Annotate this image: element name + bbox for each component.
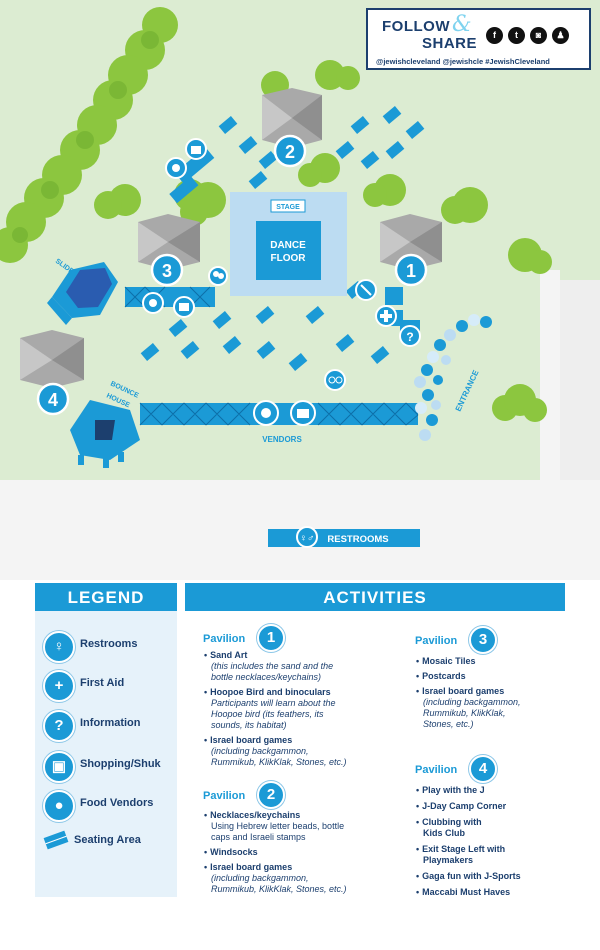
social-handles: @jewishcleveland @jewishcle #JewishCleve…	[376, 57, 550, 66]
pavilion-2-tent	[262, 88, 322, 148]
follow-share-box: FOLLOW & SHARE f t ◙ ♟ @jewishcleveland …	[366, 8, 591, 70]
legend-label: Seating Area	[74, 834, 141, 846]
legend-label: First Aid	[80, 677, 125, 689]
svg-text:1: 1	[406, 261, 416, 281]
pavilion-3-badge[interactable]: 3	[150, 253, 184, 287]
binoculars-icon	[324, 369, 346, 391]
seating-area-icon	[43, 830, 69, 850]
food-booth-row	[124, 286, 215, 308]
pavilion-4-badge[interactable]: 4	[36, 382, 70, 416]
dance-floor	[256, 221, 321, 280]
vendors-label: VENDORS	[262, 435, 302, 444]
slide	[47, 262, 118, 325]
pavilion-1-number: 1	[257, 624, 285, 652]
dance-floor-label-2: FLOOR	[271, 253, 307, 264]
pavilion-4-heading: Pavilion 4	[415, 755, 505, 783]
information-icon[interactable]: ?	[399, 325, 421, 347]
pavilion-4-tent	[20, 330, 84, 388]
pavilion-3-heading: Pavilion 3	[415, 626, 505, 654]
pavilion-4-number: 4	[469, 755, 497, 783]
stage-label: STAGE	[276, 204, 300, 211]
restroom-icon: ♀♂	[300, 533, 315, 544]
pavilion-1-heading: Pavilion 1	[203, 624, 293, 652]
legend-label: Restrooms	[80, 638, 138, 650]
svg-text:3: 3	[162, 261, 172, 281]
pavilion-2-badge[interactable]: 2	[273, 134, 307, 168]
pavilion-2-heading: Pavilion 2	[203, 781, 293, 809]
vendor-row	[139, 402, 419, 426]
restrooms-label: RESTROOMS	[327, 534, 388, 545]
shopping-bag-icon[interactable]	[185, 138, 207, 160]
svg-text:4: 4	[48, 390, 58, 410]
seating-areas	[140, 106, 425, 371]
follow-label: FOLLOW	[382, 18, 450, 35]
share-label: SHARE	[422, 35, 478, 52]
windsock-icon	[355, 279, 377, 301]
balloon-icon	[208, 266, 228, 286]
pavilion-3-tent	[138, 214, 200, 270]
pavilion-3-activities: Mosaic Tiles Postcards Israel board game…	[416, 656, 556, 730]
entrance-balloon-arch	[414, 314, 492, 441]
svg-text:2: 2	[285, 142, 295, 162]
legend-header: LEGEND	[35, 583, 177, 611]
pavilion-4-activities: Play with the J J-Day Camp Corner Clubbi…	[416, 785, 561, 898]
twitter-icon[interactable]: t	[508, 27, 525, 44]
snapchat-icon[interactable]: ♟	[552, 27, 569, 44]
first-aid-icon: +	[43, 670, 75, 702]
food-plate-icon[interactable]	[142, 292, 164, 314]
pavilion-2-number: 2	[257, 781, 285, 809]
shopping-bag-icon[interactable]	[173, 296, 195, 318]
pavilion-1-tent	[380, 214, 442, 270]
legend-label: Shopping/Shuk	[80, 758, 161, 770]
facebook-icon[interactable]: f	[486, 27, 503, 44]
shopping-bag-icon: ▣	[43, 751, 75, 783]
activities-header: ACTIVITIES	[185, 583, 565, 611]
bounce-house	[70, 400, 140, 468]
restroom-icon: ♀	[43, 631, 75, 663]
information-icon: ?	[43, 710, 75, 742]
food-plate-icon[interactable]	[253, 400, 279, 426]
pavilion-3-number: 3	[469, 626, 497, 654]
restrooms-marker[interactable]: ♀♂ RESTROOMS	[268, 526, 420, 548]
svg-text:?: ?	[406, 330, 413, 344]
pavilion-2-activities: Necklaces/keychains Using Hebrew letter …	[204, 810, 384, 895]
food-plate-icon[interactable]	[165, 157, 187, 179]
shopping-bag-icon[interactable]	[290, 400, 316, 426]
food-plate-icon: ●	[43, 790, 75, 822]
stage-sign	[270, 199, 306, 213]
festival-map: STAGE DANCE FLOOR 2 3 1 4	[0, 0, 600, 580]
dance-floor-label: DANCE	[270, 240, 306, 251]
pavilion-1-activities: Sand Art (this includes the sand and the…	[204, 650, 384, 768]
ampersand: &	[452, 12, 472, 37]
legend-label: Food Vendors	[80, 797, 154, 809]
instagram-icon[interactable]: ◙	[530, 27, 547, 44]
first-aid-icon[interactable]	[375, 305, 397, 327]
legend-label: Information	[80, 717, 141, 729]
pavilion-1-badge[interactable]: 1	[394, 253, 428, 287]
